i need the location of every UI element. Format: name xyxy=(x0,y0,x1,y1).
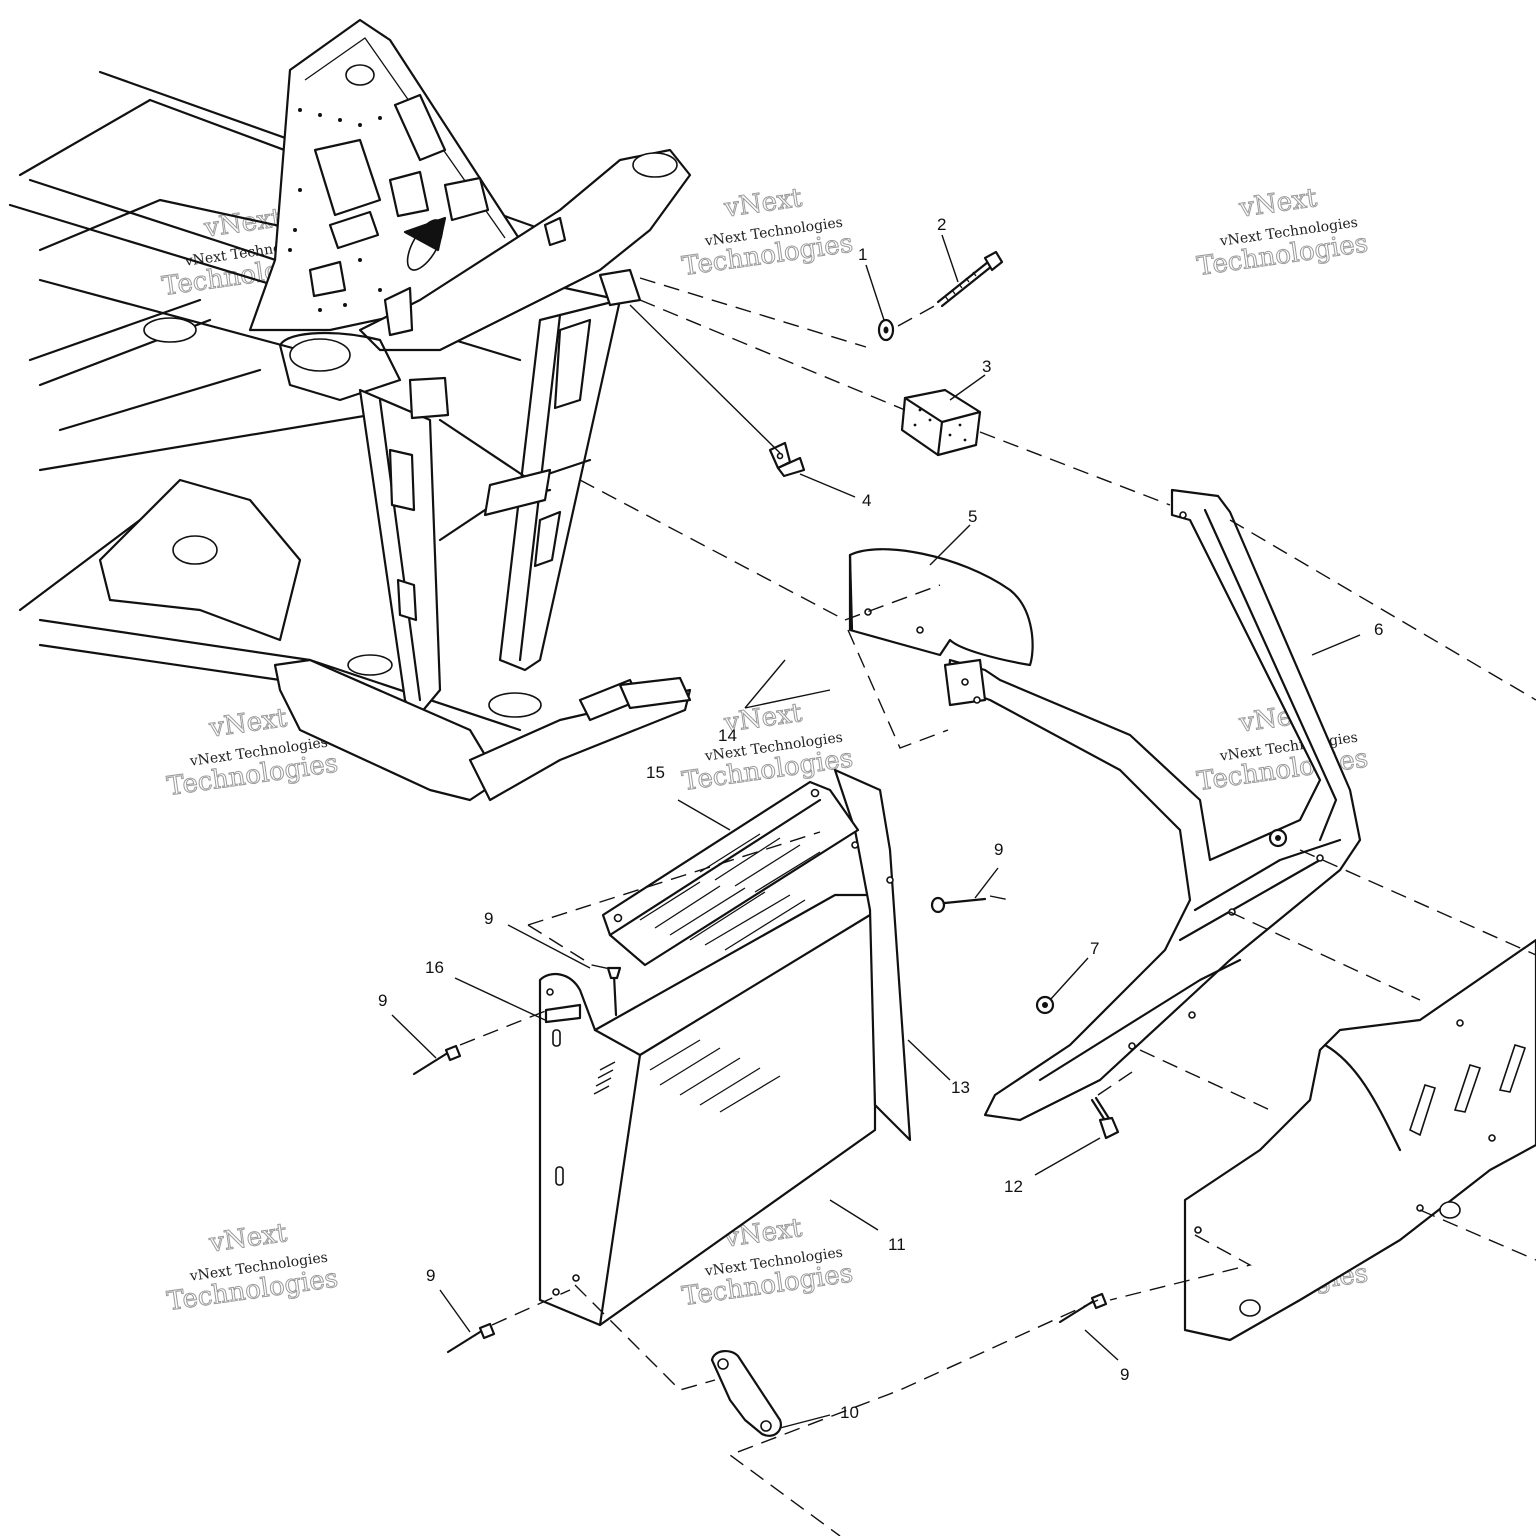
part-7-nut xyxy=(1035,828,1288,1015)
part-6-front-bumper xyxy=(943,488,1362,1122)
chassis-frame xyxy=(8,18,692,802)
callout-7: 7 xyxy=(1090,939,1099,958)
watermark-top-center: vNext vNext Technologies Technologies xyxy=(680,183,856,283)
callout-14: 14 xyxy=(718,726,737,745)
callout-9-right: 9 xyxy=(994,840,1003,859)
frame-bracket-right xyxy=(598,268,642,307)
part-13-guard-side-support xyxy=(833,768,912,1142)
part-12-bolt xyxy=(1090,1096,1120,1140)
callout-16: 16 xyxy=(425,958,444,977)
assembly-lines xyxy=(459,277,1536,1536)
part-11-radiator-guard xyxy=(538,893,877,1327)
svg-text:vNext: vNext xyxy=(722,183,805,224)
front-bumper-mount xyxy=(468,688,692,802)
part-9-rivet-upper-left xyxy=(412,1044,462,1076)
svg-text:vNext: vNext xyxy=(207,1218,290,1259)
callout-15: 15 xyxy=(646,763,665,782)
part-1-washer xyxy=(877,318,895,342)
callout-9-skid: 9 xyxy=(1120,1365,1129,1384)
part-9-rivet-skid-plate xyxy=(1058,1292,1108,1324)
callout-13: 13 xyxy=(951,1078,970,1097)
callout-3: 3 xyxy=(982,357,991,376)
skid-plate xyxy=(1183,938,1536,1342)
watermark-middle-center: vNext vNext Technologies Technologies xyxy=(680,698,856,798)
leader-lines xyxy=(391,234,1361,1429)
callout-1: 1 xyxy=(858,245,867,264)
part-4-clip xyxy=(768,441,806,478)
callout-9-lower-left: 9 xyxy=(426,1266,435,1285)
callout-4: 4 xyxy=(862,491,871,510)
callout-9-top: 9 xyxy=(484,909,493,928)
svg-text:vNext: vNext xyxy=(207,703,290,744)
watermark-top-right: vNext vNext Technologies Technologies xyxy=(1195,183,1371,283)
callout-12: 12 xyxy=(1004,1177,1023,1196)
callout-10: 10 xyxy=(840,1403,859,1422)
callout-2: 2 xyxy=(937,215,946,234)
front-lower-crossmember xyxy=(273,658,502,802)
part-9-rivet-lower-left xyxy=(446,1322,496,1354)
part-10-mounting-bracket xyxy=(710,1350,782,1437)
part-2-bolt xyxy=(936,250,1004,308)
part-16-label xyxy=(544,1003,582,1024)
part-9-rivet-right-side xyxy=(930,896,987,914)
callout-5: 5 xyxy=(968,507,977,526)
callout-11: 11 xyxy=(888,1235,906,1254)
svg-text:vNext: vNext xyxy=(1237,183,1320,224)
part-9-rivet-top xyxy=(606,966,622,1017)
callout-9-upper-left: 9 xyxy=(378,991,387,1010)
part-3-bumper-block xyxy=(900,388,982,457)
part-15-radiator-screen xyxy=(601,780,860,967)
frame-bracket-left xyxy=(408,376,450,420)
part-5-bumper-pad xyxy=(848,548,1034,667)
callout-labels: 1 2 3 4 5 6 7 9 9 9 9 9 10 11 12 13 14 1… xyxy=(378,215,1383,1422)
callout-6: 6 xyxy=(1374,620,1383,639)
watermark-bottom-left: vNext vNext Technologies Technologies xyxy=(165,1218,341,1318)
